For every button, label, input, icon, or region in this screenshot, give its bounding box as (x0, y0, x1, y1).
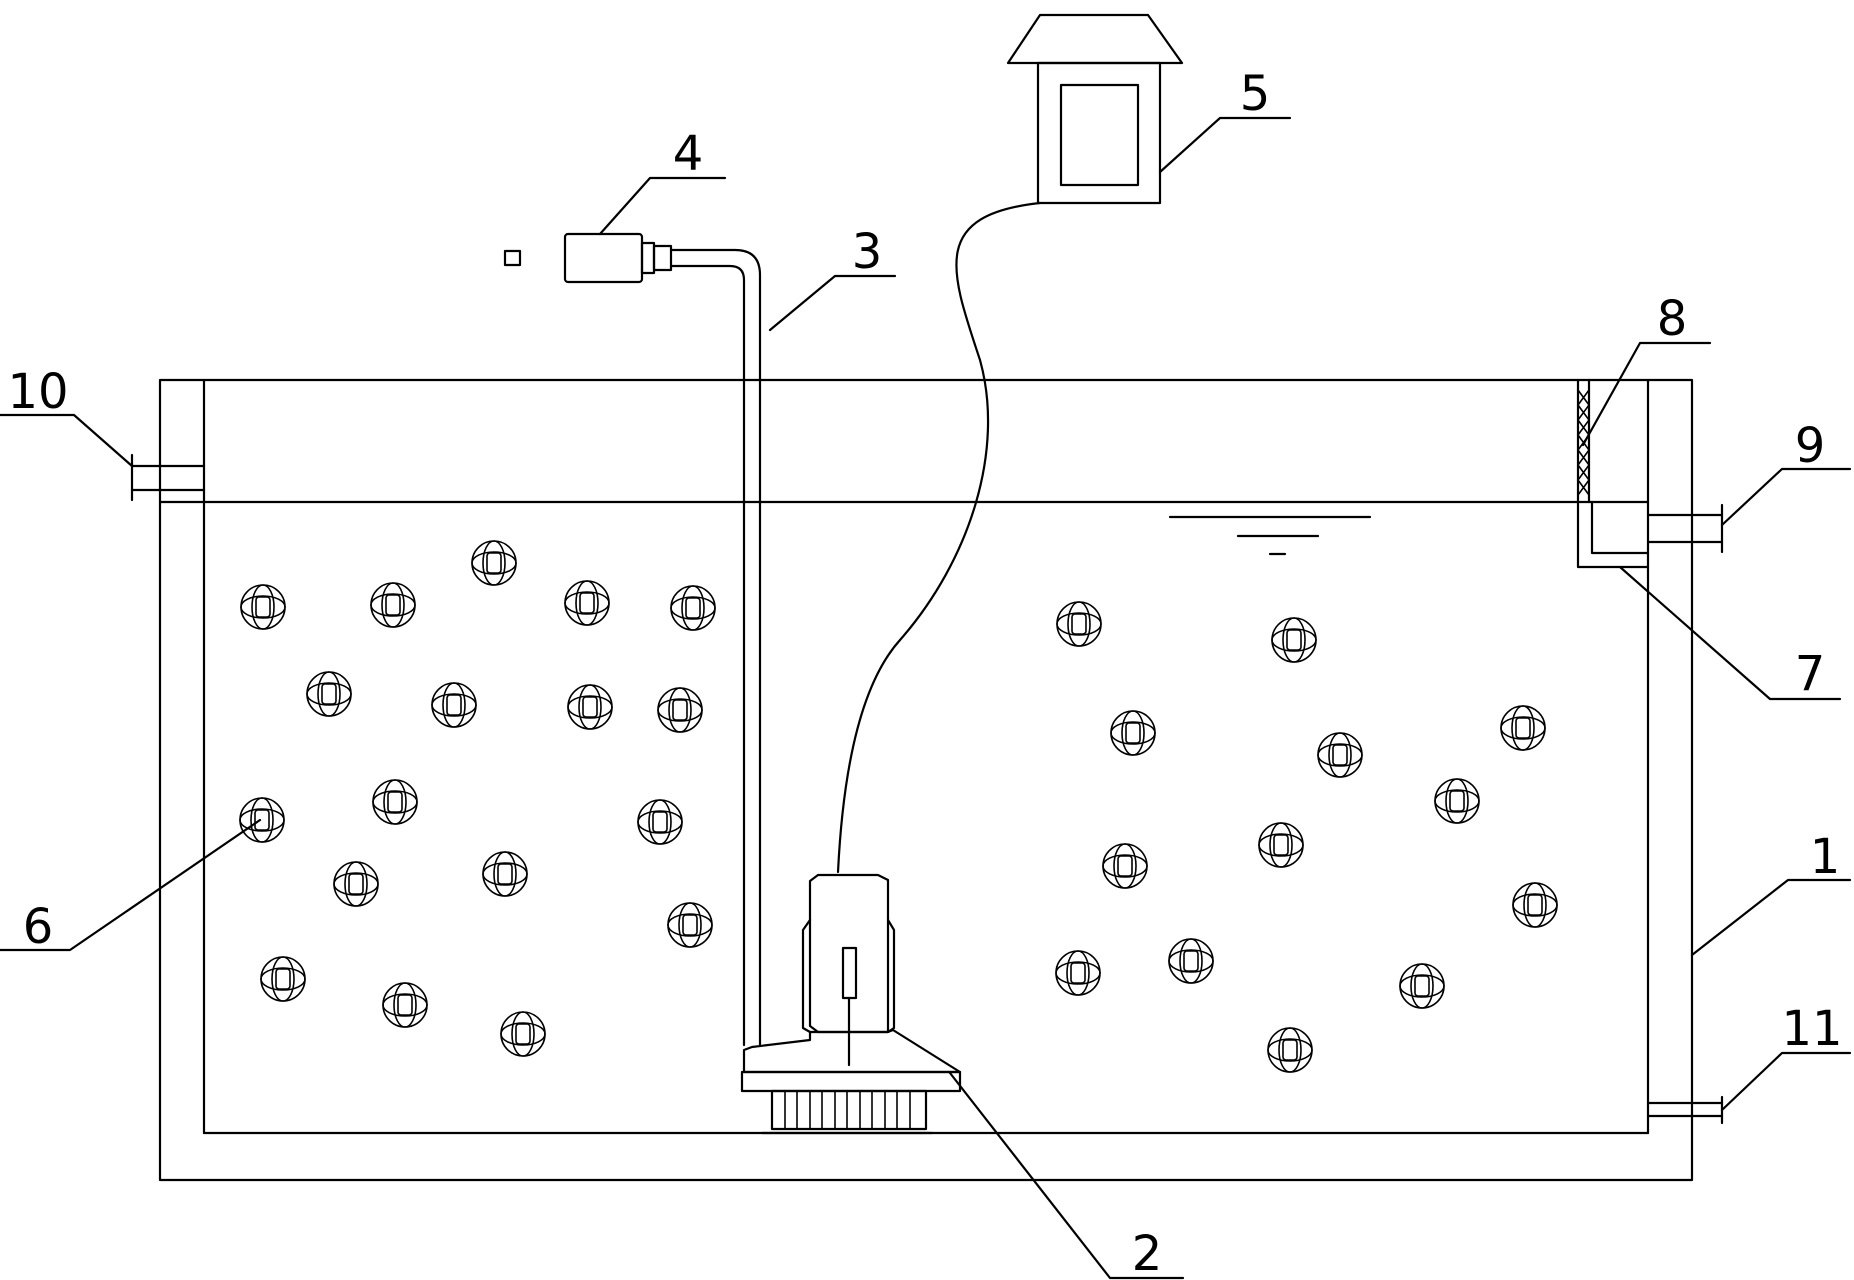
control-box (1006, 13, 1184, 205)
carrier-ball (1271, 617, 1317, 663)
carrier-ball (1317, 732, 1363, 778)
inlet-pipe (130, 453, 206, 502)
carrier-ball (260, 956, 306, 1002)
carrier-ball (1399, 963, 1445, 1009)
label-drain: 11 (1781, 1001, 1842, 1057)
outlet-pipe (1646, 503, 1724, 554)
carrier-ball (482, 851, 528, 897)
weir-plate (1576, 500, 1650, 569)
label-pipe: 3 (852, 224, 883, 280)
screen (1576, 378, 1591, 504)
label-screen: 8 (1657, 291, 1688, 347)
label-control-box: 5 (1240, 66, 1271, 122)
carrier-ball (382, 982, 428, 1028)
aeration-pump (740, 873, 962, 1135)
carrier-ball (1102, 843, 1148, 889)
carrier-ball (333, 861, 379, 907)
label-inlet: 10 (7, 364, 68, 420)
carrier-ball (431, 682, 477, 728)
carrier-ball (1258, 822, 1304, 868)
carrier-ball (1267, 1027, 1313, 1073)
carrier-balls (239, 540, 1558, 1073)
carrier-ball (239, 797, 285, 843)
water-level-symbol (1168, 515, 1372, 556)
carrier-ball (670, 585, 716, 631)
label-tank: 1 (1810, 829, 1841, 885)
tank (158, 378, 1694, 1182)
carrier-ball (306, 671, 352, 717)
carrier-ball (1056, 601, 1102, 647)
label-weir-plate: 7 (1795, 646, 1826, 702)
label-valve: 4 (673, 126, 704, 182)
leader-lines (0, 116, 1852, 1280)
label-pump: 2 (1132, 1226, 1163, 1280)
carrier-ball (471, 540, 517, 586)
label-outlet: 9 (1795, 418, 1826, 474)
carrier-ball (1434, 778, 1480, 824)
carrier-ball (240, 584, 286, 630)
power-cable (836, 201, 1042, 874)
carrier-ball (1512, 882, 1558, 928)
carrier-ball (567, 684, 613, 730)
label-carrier-ball: 6 (23, 899, 54, 955)
carrier-ball (657, 687, 703, 733)
carrier-ball (1500, 705, 1546, 751)
carrier-ball (1168, 938, 1214, 984)
carrier-ball (370, 582, 416, 628)
carrier-ball (1055, 950, 1101, 996)
valve (503, 232, 673, 284)
carrier-ball (667, 902, 713, 948)
carrier-ball (372, 779, 418, 825)
drain-pipe (1646, 1095, 1724, 1125)
carrier-ball (564, 580, 610, 626)
carrier-ball (1110, 710, 1156, 756)
callout-labels: 1 2 3 4 5 6 7 8 9 10 11 (7, 66, 1842, 1280)
air-pipe (669, 248, 762, 1047)
carrier-ball (500, 1011, 546, 1057)
carrier-ball (637, 799, 683, 845)
